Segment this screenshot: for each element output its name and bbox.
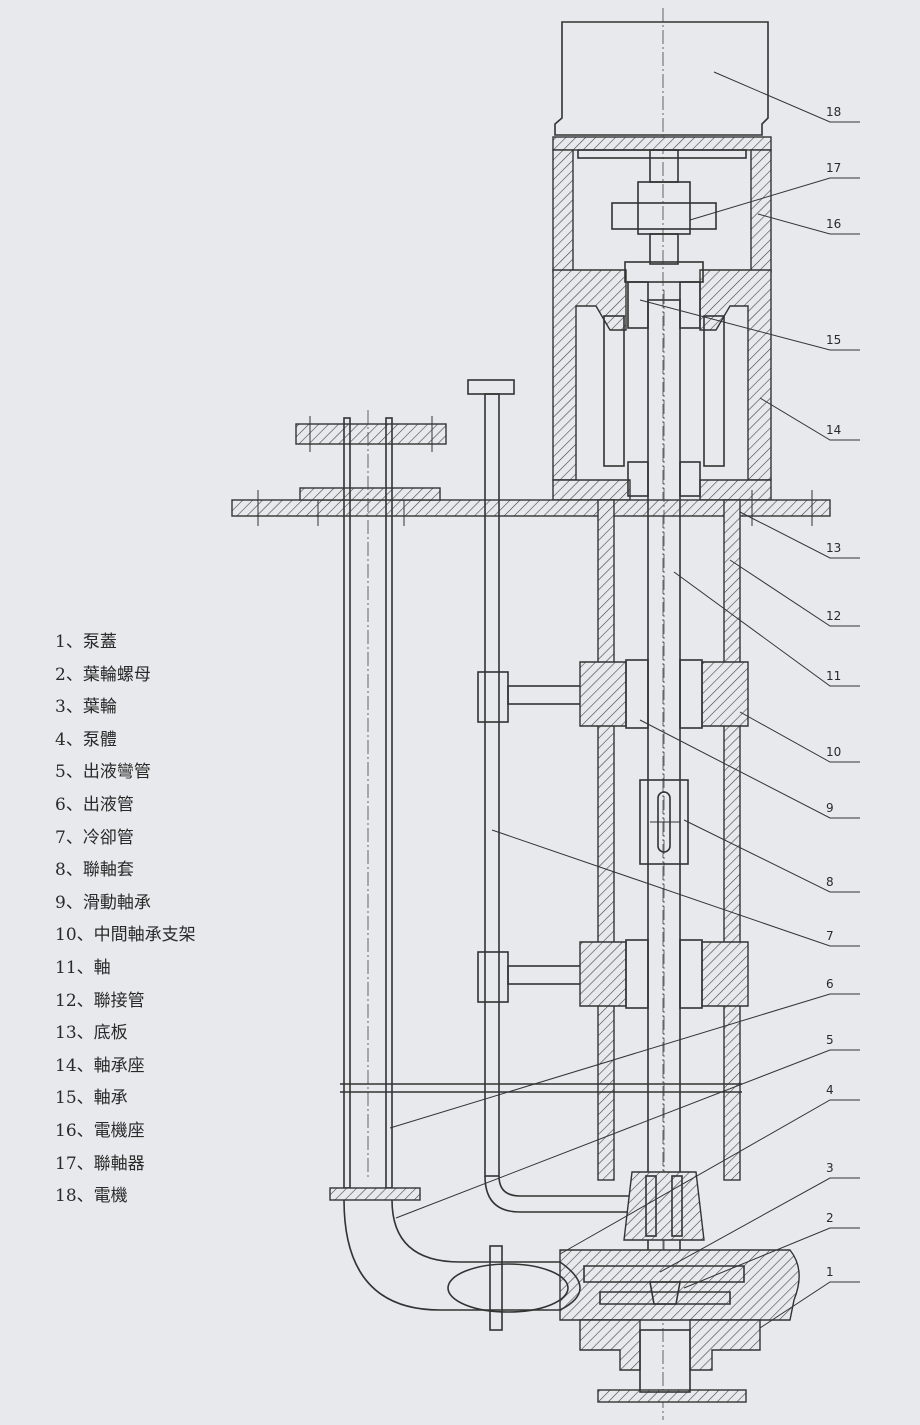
legend-item-2: 2、葉輪螺母 [55, 664, 151, 685]
legend-item-12: 12、聯接管 [55, 990, 145, 1011]
callout-12: 12 [826, 609, 841, 623]
impeller-nut [649, 1281, 681, 1305]
callout-2: 2 [826, 1211, 834, 1225]
legend-item-10: 10、中間軸承支架 [55, 925, 196, 946]
legend-item-15: 15、軸承 [55, 1088, 128, 1109]
cooling-pipe [467, 379, 640, 1213]
legend-item-5: 5、出液彎管 [55, 762, 151, 783]
callout-10: 10 [826, 745, 841, 759]
callout-4: 4 [826, 1083, 834, 1097]
legend-item-11: 11、軸 [55, 957, 111, 978]
callout-1: 1 [826, 1265, 834, 1279]
legend-item-13: 13、底板 [55, 1023, 128, 1044]
legend-item-9: 9、滑動軸承 [55, 892, 151, 913]
callout-8: 8 [826, 875, 834, 889]
callout-5: 5 [826, 1033, 834, 1047]
legend-item-7: 7、冷卻管 [55, 827, 134, 848]
legend-item-4: 4、泵體 [55, 729, 117, 750]
callout-9: 9 [826, 801, 834, 815]
intermediate-bearing-upper [579, 659, 749, 729]
callout-16: 16 [826, 217, 841, 231]
discharge-pipe [329, 410, 560, 1311]
legend-item-8: 8、聯軸套 [55, 860, 134, 881]
callout-13: 13 [826, 541, 841, 555]
pump-cover [579, 1319, 761, 1403]
leader-lines [389, 71, 860, 1329]
legend-item-1: 1、泵蓋 [55, 632, 117, 652]
legend-item-16: 16、電機座 [55, 1120, 145, 1141]
callout-11: 11 [826, 669, 841, 683]
discharge-flange [295, 416, 447, 501]
callout-14: 14 [826, 423, 841, 437]
callout-18: 18 [826, 105, 841, 119]
bearing-housing [552, 261, 772, 501]
parts-legend: 1、泵蓋 2、葉輪螺母 3、葉輪 4、泵體 5、出液彎管 6、出液管 7、冷卻管… [55, 626, 275, 1213]
callout-17: 17 [826, 161, 841, 175]
impeller [583, 1265, 745, 1305]
callout-15: 15 [826, 333, 841, 347]
legend-item-3: 3、葉輪 [55, 697, 117, 718]
callout-6: 6 [826, 977, 834, 991]
legend-item-18: 18、電機 [55, 1186, 128, 1207]
callout-7: 7 [826, 929, 834, 943]
intermediate-bearing-lower [579, 939, 749, 1009]
coupling [611, 149, 717, 265]
callout-numbers: 18 17 16 15 14 13 12 11 10 9 8 7 6 5 4 3… [826, 105, 841, 1279]
connecting-pipe [340, 499, 742, 1181]
legend-item-14: 14、軸承座 [55, 1055, 145, 1076]
motor-seat [552, 136, 772, 273]
legend-item-17: 17、聯軸器 [55, 1153, 145, 1174]
callout-3: 3 [826, 1161, 834, 1175]
legend-item-6: 6、出液管 [55, 794, 134, 815]
shaft [647, 290, 681, 1291]
